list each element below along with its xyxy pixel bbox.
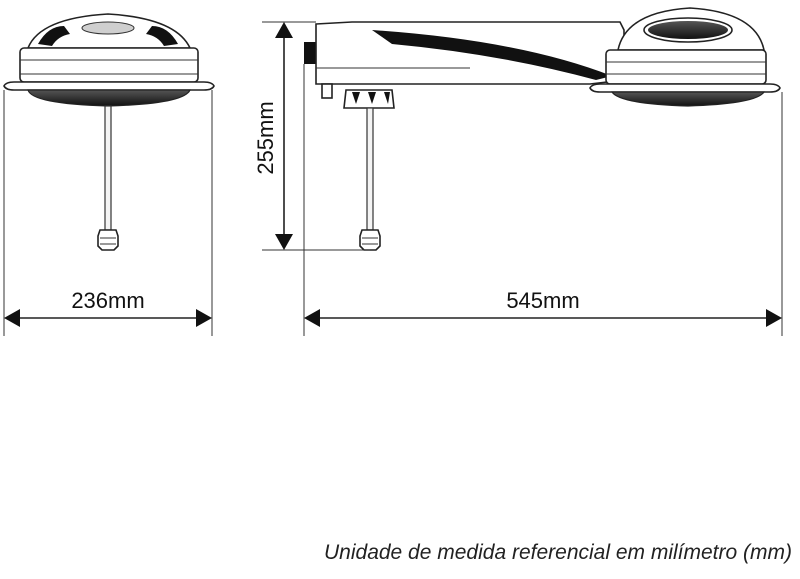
front-view [3, 13, 215, 251]
arrowhead-right [196, 309, 212, 327]
side-view [304, 7, 781, 251]
arrowhead-left [304, 309, 320, 327]
dimension-lines [3, 21, 783, 336]
arrowhead-down [275, 234, 293, 250]
arrowhead-left [4, 309, 20, 327]
side-width-label: 545mm [506, 288, 579, 313]
measurement-unit-caption: Unidade de medida referencial em milímet… [324, 541, 792, 564]
arrowhead-up [275, 22, 293, 38]
front-width-label: 236mm [71, 288, 144, 313]
height-label: 255mm [253, 101, 278, 174]
arrowhead-right [766, 309, 782, 327]
